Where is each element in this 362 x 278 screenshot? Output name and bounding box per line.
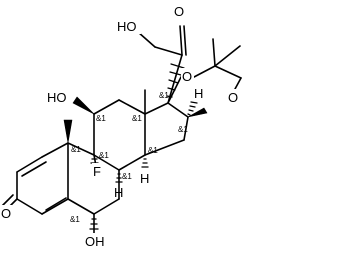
atom-labels: O HO O O H HO F H H O OH bbox=[0, 3, 240, 249]
stereo-mark-c10: &1 bbox=[71, 145, 81, 154]
atom-o-c3: O bbox=[1, 206, 11, 221]
stereo-descriptors: &1 &1 &1 &1 &1 &1 &1 &1 &1 bbox=[70, 91, 188, 224]
atom-f-c9: F bbox=[93, 164, 101, 179]
atom-h-c14: H bbox=[140, 171, 149, 186]
c14-h-hash-bond bbox=[141, 158, 149, 168]
stereo-mark-c6: &1 bbox=[70, 215, 80, 224]
atom-o-ring-left: O bbox=[182, 69, 192, 84]
stereo-mark-c11: &1 bbox=[96, 114, 106, 123]
stereo-mark-c17: &1 bbox=[159, 91, 169, 100]
stereo-mark-c16: &1 bbox=[178, 125, 188, 134]
skeleton-bonds bbox=[1, 25, 242, 234]
stereo-mark-c8: &1 bbox=[122, 172, 132, 181]
c16-h-hash-bond bbox=[187, 101, 198, 116]
atom-h-c8: H bbox=[114, 185, 123, 200]
stereo-mark-c14: &1 bbox=[148, 146, 158, 155]
c8-h-hash-bond bbox=[115, 173, 123, 183]
atom-o-ring-right: O bbox=[228, 90, 238, 105]
atom-oh-c6: OH bbox=[85, 234, 105, 249]
stereo-bonds bbox=[63, 63, 208, 230]
c17-sidechain-hash-bond bbox=[166, 63, 185, 98]
stereo-mark-c9: &1 bbox=[99, 151, 109, 160]
atom-ho-c11: HO bbox=[47, 90, 67, 105]
c6-oh-hash-bond bbox=[89, 218, 99, 230]
atom-o-ketone-top: O bbox=[174, 4, 184, 19]
atom-ho-top-left: HO bbox=[117, 19, 137, 34]
atom-h-c16: H bbox=[194, 86, 203, 101]
stereo-mark-c13: &1 bbox=[132, 114, 142, 123]
